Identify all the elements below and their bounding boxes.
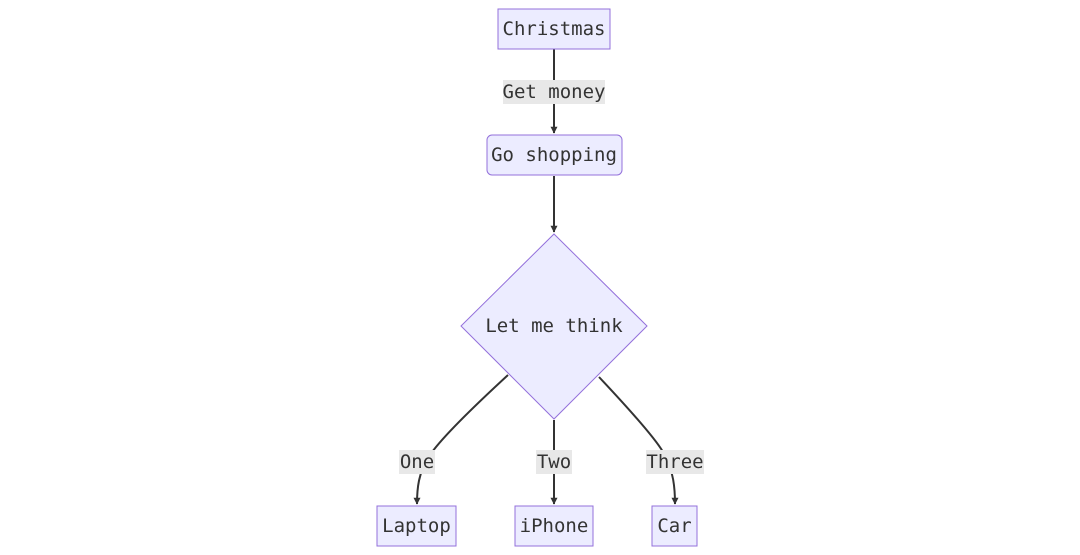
edge-label-two: Two	[536, 450, 572, 474]
node-go-shopping-label: Go shopping	[491, 144, 617, 166]
edge-decision-to-laptop	[413, 374, 509, 505]
node-laptop-label: Laptop	[382, 515, 451, 537]
node-iphone: iPhone	[514, 505, 594, 547]
node-decision-label: Let me think	[485, 315, 623, 337]
node-decision: Let me think	[460, 233, 648, 420]
node-car-label: Car	[657, 515, 691, 537]
node-iphone-label: iPhone	[520, 515, 589, 537]
node-laptop: Laptop	[376, 505, 457, 547]
edge-label-get-money: Get money	[503, 80, 606, 104]
edge-label-one-text: One	[400, 451, 434, 473]
edge-label-one: One	[399, 450, 435, 474]
node-christmas-label: Christmas	[503, 18, 606, 40]
edge-label-two-text: Two	[537, 451, 571, 473]
node-christmas: Christmas	[497, 8, 611, 50]
edge-label-three: Three	[646, 450, 704, 474]
edge-label-three-text: Three	[646, 451, 703, 473]
edge-label-get-money-text: Get money	[503, 81, 606, 103]
edge-decision-to-car	[598, 376, 679, 505]
node-car: Car	[651, 505, 698, 547]
node-go-shopping: Go shopping	[486, 134, 623, 176]
